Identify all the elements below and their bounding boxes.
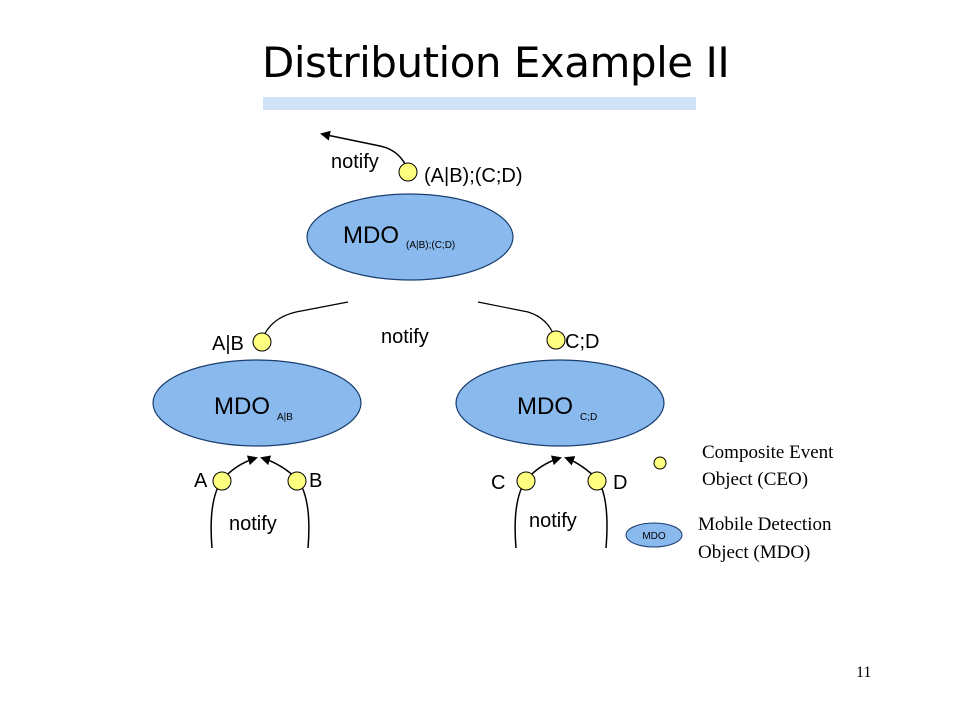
legend-ceo-line2: Object (CEO): [702, 469, 808, 490]
legend-ceo-icon: [653, 456, 667, 470]
left-input-a-circle: [212, 471, 232, 491]
title-underline-bar: [263, 97, 696, 110]
top-ceo-circle: [398, 162, 418, 182]
left-ceo-circle: [252, 332, 272, 352]
top-mdo-subscript: (A|B);(C;D): [406, 240, 455, 251]
right-ceo-circle: [546, 330, 566, 350]
left-mdo-label: MDO: [214, 393, 270, 420]
page-title: Distribution Example II: [262, 38, 730, 87]
top-ceo-label: (A|B);(C;D): [424, 165, 523, 187]
left-input-a-label: A: [194, 470, 208, 492]
right-ceo-label: C;D: [565, 331, 599, 353]
legend-ceo-line1: Composite Event: [702, 442, 834, 463]
right-input-d-label: D: [613, 472, 627, 494]
right-mdo-label: MDO: [517, 393, 573, 420]
left-mdo-subscript: A|B: [277, 412, 293, 423]
right-input-c-circle: [516, 471, 536, 491]
middle-notify-label: notify: [381, 326, 429, 348]
right-input-d-circle: [587, 471, 607, 491]
page-number: 11: [856, 664, 872, 681]
left-mdo-ellipse: [152, 359, 362, 447]
top-mdo-label: MDO: [343, 222, 399, 249]
right-input-c-label: C: [491, 472, 505, 494]
right-input-c-line: [514, 455, 562, 549]
legend-mdo-icon-label: MDO: [642, 531, 666, 542]
legend-mdo-line2: Object (MDO): [698, 542, 810, 563]
right-notify-label: notify: [529, 510, 577, 532]
left-notify-label: notify: [229, 513, 277, 535]
right-notify-link: [477, 301, 556, 339]
left-ceo-label: A|B: [212, 333, 244, 355]
right-mdo-ellipse: [455, 359, 665, 447]
left-input-b-circle: [287, 471, 307, 491]
right-mdo-subscript: C;D: [580, 412, 597, 423]
right-input-d-line: [564, 456, 608, 549]
left-input-b-label: B: [309, 470, 322, 492]
top-mdo-ellipse: [306, 193, 514, 281]
left-notify-link: [261, 301, 349, 341]
legend-mdo-line1: Mobile Detection: [698, 514, 832, 535]
legend-mdo-icon: [625, 522, 683, 548]
top-notify-label: notify: [331, 151, 379, 173]
